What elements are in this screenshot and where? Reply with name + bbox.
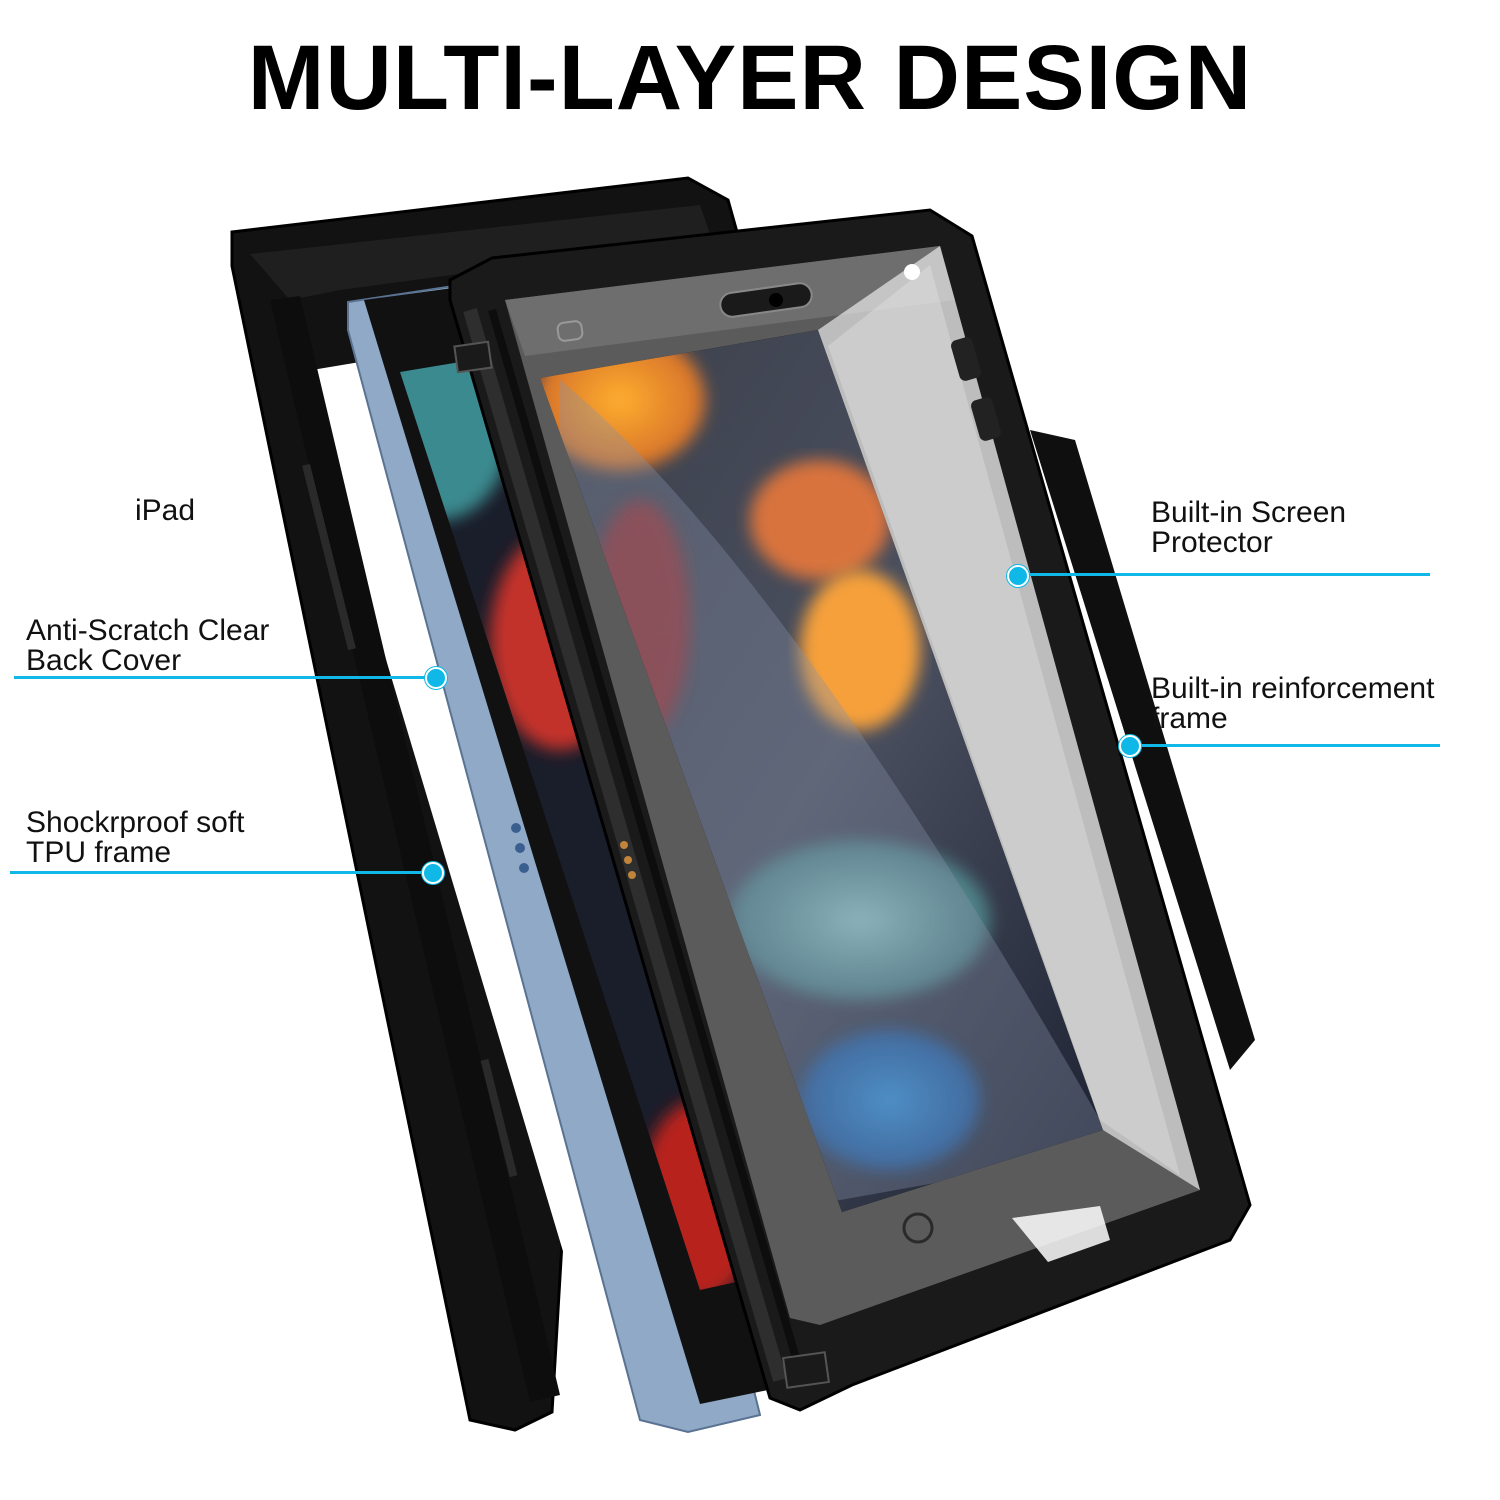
tpu-frame-callout-line — [10, 871, 432, 874]
page-title: MULTI-LAYER DESIGN — [247, 27, 1253, 129]
tpu-frame-label: Shockrproof soft TPU frame — [26, 806, 245, 869]
back-cover-label: Anti-Scratch Clear Back Cover — [26, 614, 270, 677]
reinforcement-frame-callout-dot — [1119, 735, 1141, 757]
back-cover-callout-line — [14, 676, 434, 679]
ipad-label: iPad — [135, 494, 196, 527]
screen-protector-callout-line — [1016, 573, 1430, 576]
reinforcement-frame-callout-line — [1128, 744, 1440, 747]
back-cover-callout-dot — [425, 667, 447, 689]
front-case-frame — [448, 208, 1255, 1412]
tpu-frame-callout-dot — [422, 862, 444, 884]
screen-protector-callout-dot — [1007, 565, 1029, 587]
reinforcement-frame-label: Built-in reinforcement frame — [1151, 672, 1435, 735]
screen-protector-label: Built-in Screen Protector — [1151, 496, 1347, 559]
